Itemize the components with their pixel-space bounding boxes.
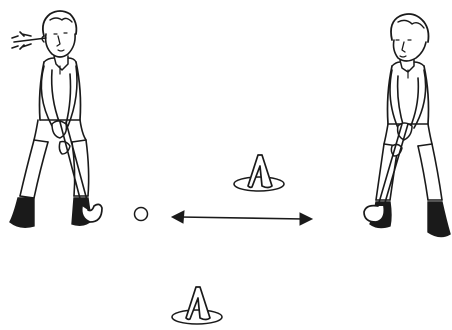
cone-lower-icon (172, 287, 222, 324)
right-player (364, 14, 450, 237)
ball-icon (135, 208, 148, 221)
cone-upper-icon (234, 155, 284, 191)
pass-double-arrow (172, 211, 312, 225)
ponytail-icon (12, 32, 46, 49)
left-player (10, 11, 102, 227)
